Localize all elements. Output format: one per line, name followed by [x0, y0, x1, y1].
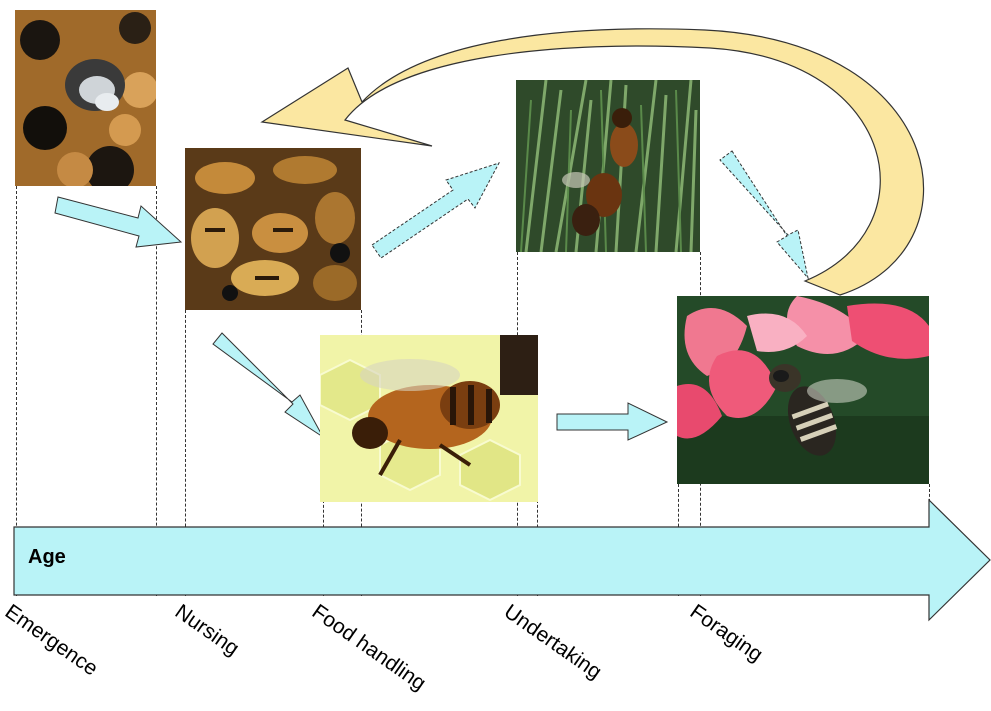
- emerging-bee-photo: [15, 10, 156, 186]
- forager-bee-on-flower-photo: [677, 296, 929, 484]
- arrow-undertaking-to-foraging: [720, 151, 808, 278]
- arrow-nursing-to-undertaking: [372, 163, 499, 258]
- undertaker-bee-photo: [516, 80, 700, 252]
- arrow-food-to-foraging: [557, 403, 667, 440]
- arrow-nursing-to-food: [213, 333, 323, 437]
- nurse-bees-photo: [185, 148, 361, 310]
- arrow-emergence-to-nursing: [55, 197, 181, 247]
- bee-on-comb-photo: [320, 335, 538, 502]
